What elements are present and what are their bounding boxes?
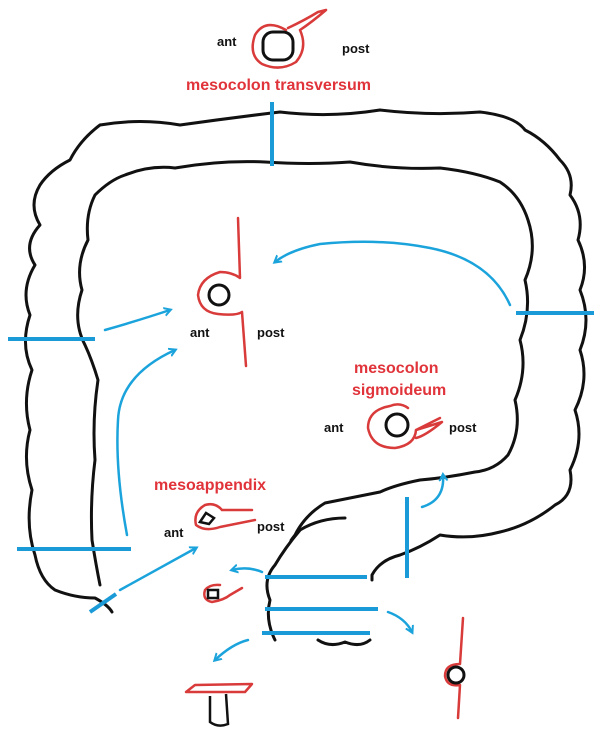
rectal-section [443, 616, 466, 720]
label-sigmoid-post: post [449, 420, 477, 435]
label-ascending-post: post [257, 325, 285, 340]
label-ascending-ant: ant [190, 325, 210, 340]
label-top-post: post [342, 41, 370, 56]
label-mesocolon-sigmoideum-2: sigmoideum [352, 382, 446, 399]
arrow-descending-to-top [275, 240, 512, 307]
label-appendix-ant: ant [164, 525, 184, 540]
label-mesocolon-sigmoideum-1: mesocolon [354, 360, 438, 377]
small-section [203, 583, 244, 604]
section-line-cecum [88, 592, 118, 614]
arrow-rectum-left [215, 638, 250, 660]
arrow-ascending-upper [103, 310, 170, 332]
colon-inner-outline [76, 160, 534, 587]
transverse-colon-section [251, 8, 328, 69]
arrow-cecum [118, 548, 196, 592]
arrow-small [232, 568, 264, 572]
label-top-ant: ant [217, 34, 237, 49]
sigmoid-section [366, 403, 444, 450]
label-mesocolon-transversum: mesocolon transversum [186, 77, 371, 94]
rectum-stub [184, 682, 254, 727]
ascending-colon-section [196, 216, 248, 368]
arrow-sigmoid [420, 475, 443, 509]
arrow-ascending-mid [116, 350, 175, 537]
label-sigmoid-ant: ant [324, 420, 344, 435]
appendix-section [194, 502, 257, 531]
arrow-rectum-right [386, 610, 412, 632]
colon-outer-outline [24, 108, 588, 647]
label-mesoappendix: mesoappendix [154, 477, 266, 494]
label-appendix-post: post [257, 519, 285, 534]
